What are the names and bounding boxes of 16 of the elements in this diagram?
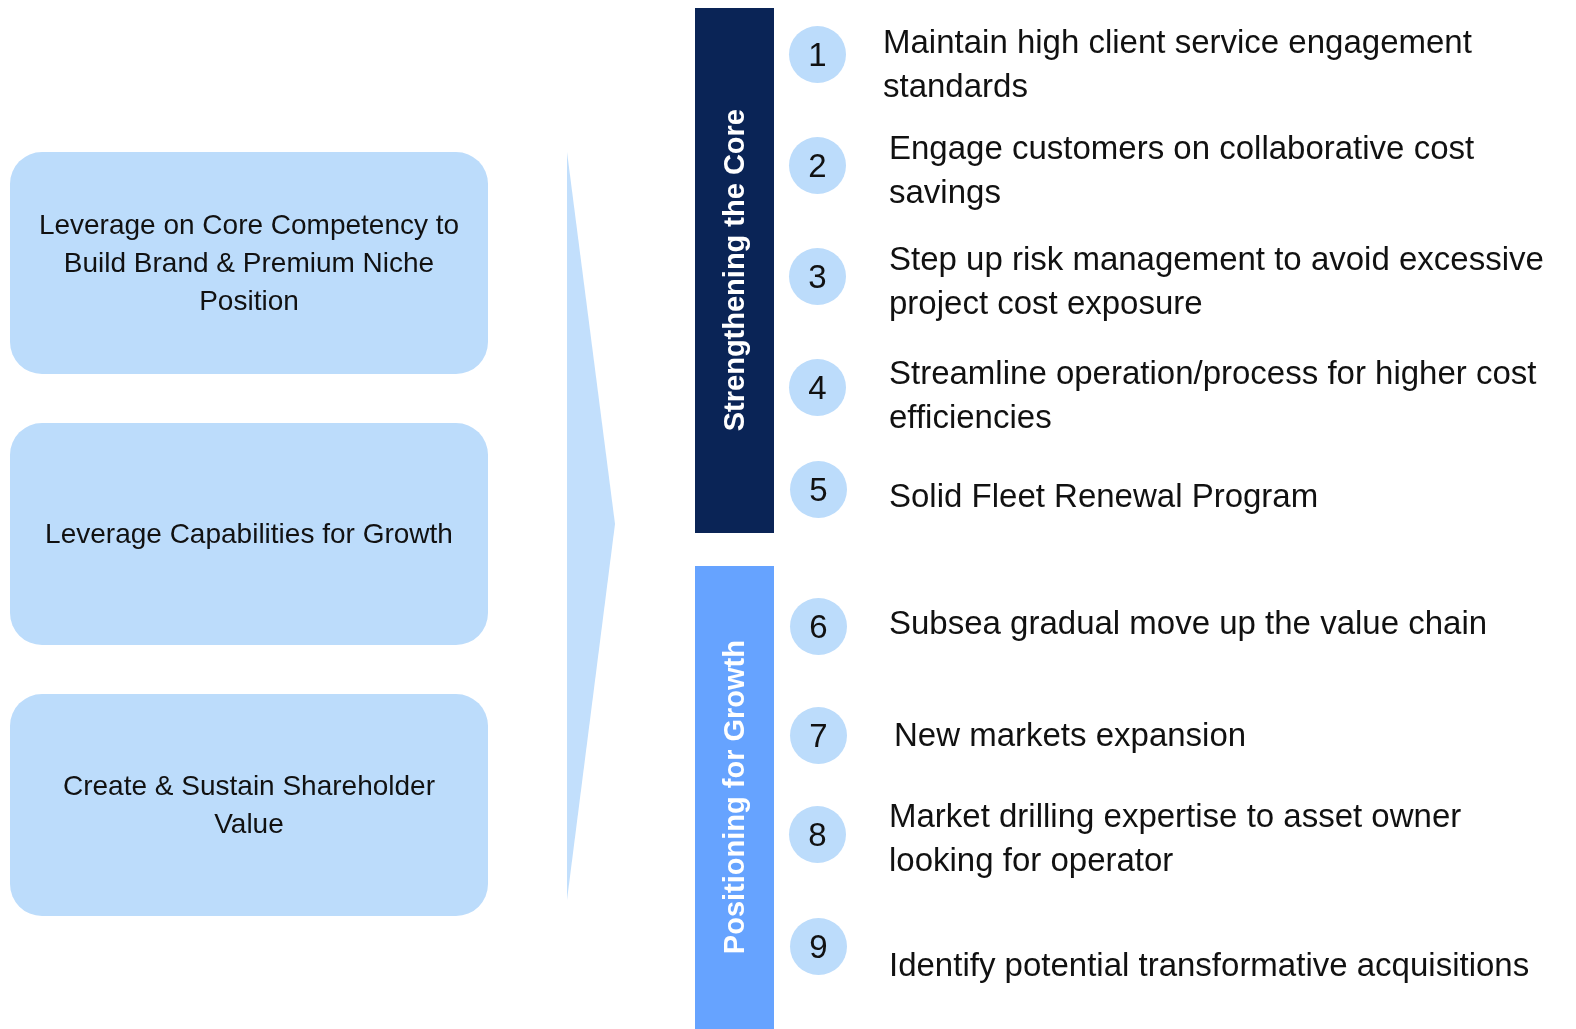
goal-box: Create & Sustain Shareholder Value	[10, 694, 488, 916]
band-title: Positioning for Growth	[716, 640, 751, 955]
band-title: Strengthening the Core	[716, 109, 751, 432]
section-band	[695, 566, 774, 1029]
item-text: Maintain high client service engagement standards	[883, 22, 1473, 106]
item-text: Market drilling expertise to asset owner looking for operator	[889, 796, 1463, 880]
item-text: Solid Fleet Renewal Program	[889, 476, 1320, 516]
item-text: New markets expansion	[894, 715, 1248, 755]
item-text: Identify potential transformative acquisitions	[889, 945, 1531, 985]
item-text: Step up risk management to avoid excessive project cost exposure	[889, 239, 1545, 323]
item-text: Streamline operation/process for higher cost efficiencies	[889, 353, 1538, 437]
item-text: Engage customers on collaborative cost savings	[889, 128, 1476, 212]
item-text: Subsea gradual move up the value chain	[889, 603, 1489, 643]
section-band	[695, 8, 774, 533]
goal-box: Leverage on Core Competency to Build Brand & Premium Niche Position	[10, 152, 488, 374]
goal-box: Leverage Capabilities for Growth	[10, 423, 488, 645]
